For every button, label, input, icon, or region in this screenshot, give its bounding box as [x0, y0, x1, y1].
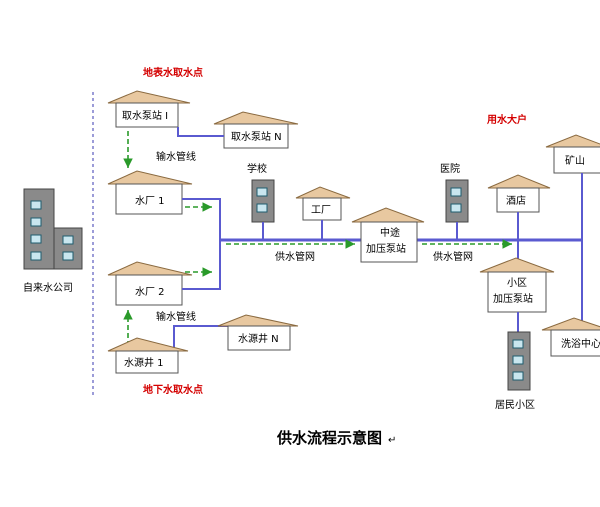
bath-center-label: 洗浴中心 — [561, 337, 600, 350]
source-well-n — [217, 314, 299, 351]
hospital-label: 医院 — [440, 162, 460, 175]
district-pump-station — [479, 257, 555, 313]
school-label: 学校 — [247, 162, 267, 175]
pump-station-1-label: 取水泵站 I — [122, 109, 168, 122]
mine-building — [545, 134, 600, 174]
school-building — [251, 179, 275, 223]
title-paragraph-mark: ↵ — [388, 435, 396, 446]
pipe-label-bottom: 输水管线 — [156, 310, 196, 323]
pump-station-1 — [107, 90, 191, 128]
factory-label: 工厂 — [311, 205, 331, 216]
residential-label: 居民小区 — [495, 399, 535, 411]
factory-building — [295, 186, 351, 221]
water-plant-1 — [107, 170, 193, 215]
source-well-1-label: 水源井 1 — [124, 356, 164, 369]
surface-intake-heading: 地表水取水点 — [143, 66, 203, 79]
bath-center-building — [541, 317, 600, 357]
supply-network-label-1: 供水管网 — [275, 250, 315, 263]
source-well-1 — [107, 337, 189, 374]
diagram-title: 供水流程示意图 — [276, 429, 382, 447]
district-pump-label-2: 加压泵站 — [493, 292, 533, 305]
supply-network-label-2: 供水管网 — [433, 250, 473, 263]
plant-output-pipe — [182, 198, 221, 290]
water-plant-2 — [107, 261, 193, 306]
underground-intake-heading: 地下水取水点 — [143, 383, 203, 396]
relay-pump-station — [351, 207, 425, 263]
big-users-heading: 用水大户 — [486, 113, 527, 126]
water-plant-2-label: 水厂 2 — [135, 286, 165, 298]
mine-label: 矿山 — [565, 154, 585, 167]
pump-station-n — [213, 111, 299, 149]
relay-pump-label-1: 中途 — [380, 226, 400, 239]
pump-station-n-label: 取水泵站 N — [231, 130, 282, 143]
water-company-label: 自来水公司 — [23, 281, 73, 294]
relay-pump-label-2: 加压泵站 — [366, 242, 406, 255]
residential-building — [507, 331, 531, 391]
hospital-building — [445, 179, 469, 223]
intake-pipe-top — [177, 127, 224, 137]
source-well-n-label: 水源井 N — [238, 332, 279, 345]
district-pump-label-1: 小区 — [507, 277, 527, 289]
water-company-building — [23, 188, 83, 270]
water-plant-1-label: 水厂 1 — [135, 195, 165, 207]
hotel-label: 酒店 — [506, 194, 526, 207]
intake-pipe-bottom — [173, 325, 228, 355]
pipe-label-top: 输水管线 — [156, 150, 196, 163]
